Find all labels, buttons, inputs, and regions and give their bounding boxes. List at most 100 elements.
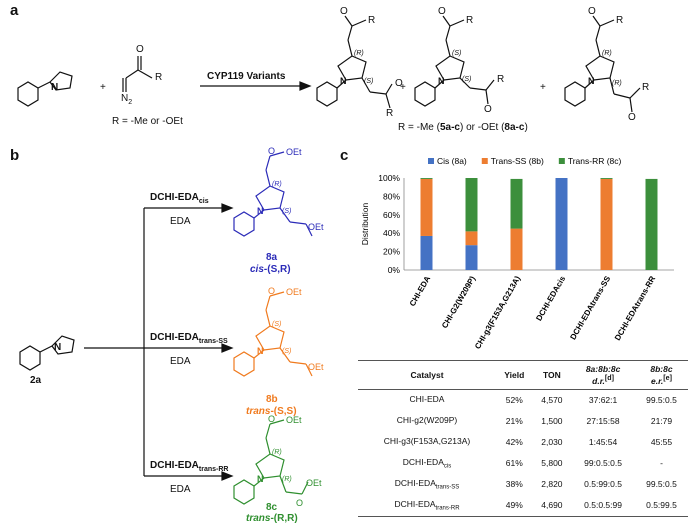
y-tick-label: 100%: [378, 173, 400, 183]
product2-n: N: [438, 76, 445, 86]
x-tick-label: CHI-G2(W209P): [440, 274, 477, 330]
panel-b-letter: b: [10, 147, 20, 164]
panel-a-scheme: [17, 15, 641, 113]
x-tick-label: CHI-EDA: [408, 274, 433, 308]
8c-o: O: [268, 414, 276, 424]
table-row: DCHI-EDAcis 61% 5,800 99:0.5:0.5 -: [402, 456, 663, 470]
product3-stereo-2: (R): [612, 80, 622, 87]
8b-oet-2: OEt: [308, 362, 324, 372]
route-8b-reagent: EDA: [170, 356, 191, 367]
8b-stereo-2: (S): [282, 348, 292, 355]
product2-stereo-2: (S): [462, 76, 472, 83]
header-ton: TON: [532, 360, 572, 390]
8b-stereo-1: (S): [272, 321, 282, 328]
panel-c-letter: c: [340, 147, 349, 164]
header-yield: Yield: [496, 360, 533, 390]
plus-sign-1: +: [100, 82, 106, 93]
bar-segment: [420, 178, 433, 179]
r-definition: R = -Me or -OEt: [112, 116, 183, 127]
product1-o2: O: [395, 78, 403, 89]
product3-o2: O: [628, 112, 636, 123]
product2-o: O: [438, 6, 446, 17]
8b-oet-1: OEt: [286, 287, 302, 297]
route-8c-catalyst: DCHI-EDAtrans-RR: [150, 460, 229, 473]
product3-stereo-1: (R): [602, 50, 612, 57]
8c-stereo-1: (R): [272, 449, 282, 456]
8b-config: trans-(S,S): [246, 406, 297, 417]
8a-config: cis-(S,R): [250, 264, 291, 275]
8a-compound: 8a: [266, 252, 278, 263]
table-row: DCHI-EDAtrans-RR 49% 4,690 0.5:0.5:99 0.…: [358, 494, 688, 517]
8b-compound: 8b: [266, 394, 278, 405]
reagent-n2: N2: [121, 93, 133, 106]
8a-stereo-1: (R): [272, 181, 282, 188]
bar-segment: [465, 231, 478, 246]
8b-n: N: [257, 346, 264, 356]
product3-r: R: [616, 15, 624, 26]
route-8b-catalyst: DCHI-EDAtrans-SS: [150, 332, 228, 345]
8c-n: N: [257, 474, 264, 484]
panel-b-scheme: [19, 151, 313, 505]
reagent-r: R: [155, 72, 163, 83]
8a-o: O: [268, 146, 276, 156]
legend-label: Cis (8a): [437, 156, 467, 166]
product3-o: O: [588, 6, 596, 17]
bar-segment: [510, 178, 523, 229]
y-tick-label: 0%: [388, 265, 401, 275]
product2-o2: O: [484, 104, 492, 115]
y-tick-label: 80%: [383, 191, 400, 201]
table-row: CHI-g2(W209P) 21% 1,500 27:15:58 21:79: [396, 414, 673, 427]
8c-compound: 8c: [266, 502, 278, 513]
8c-stereo-2: (R): [282, 476, 292, 483]
reagent-o: O: [136, 44, 144, 55]
route-8a-reagent: EDA: [170, 216, 191, 227]
product2-stereo-1: (S): [452, 50, 462, 57]
legend-swatch: [481, 158, 488, 164]
product3-n: N: [588, 76, 595, 86]
legend-swatch: [558, 158, 565, 164]
bar-segment: [645, 178, 658, 270]
benzene-ring: [17, 81, 39, 107]
distribution-chart: Cis (8a)Trans-SS (8b)Trans-RR (8c)0%20%4…: [360, 156, 674, 350]
product-footer: R = -Me (5a-c) or -OEt (8a-c): [398, 122, 528, 133]
8a-stereo-2: (S): [282, 208, 292, 215]
y-tick-label: 40%: [383, 228, 400, 238]
8a-oet-2: OEt: [308, 222, 324, 232]
8a-oet-1: OEt: [286, 147, 302, 157]
x-tick-label: CHI-g3(F153A,G213A): [473, 274, 522, 350]
panel-a-letter: a: [10, 2, 19, 19]
8b-o: O: [268, 286, 276, 296]
product2-r: R: [466, 15, 474, 26]
8c-config: trans-(R,R): [246, 513, 298, 524]
pyrrolidine-ring: [49, 71, 73, 91]
x-tick-label: DCHI-EDAtrans-SS: [568, 274, 612, 341]
route-8a-catalyst: DCHI-EDAcis: [150, 192, 209, 205]
x-tick-label: DCHI-EDAcis: [534, 274, 567, 322]
bar-segment: [465, 178, 478, 232]
bar-segment: [420, 178, 433, 236]
bar-segment: [600, 178, 613, 270]
legend-label: Trans-RR (8c): [568, 156, 622, 166]
product1-r2: R: [386, 108, 394, 119]
bar-segment: [555, 178, 568, 270]
x-tick-label: DCHI-EDAtrans-RR: [613, 274, 657, 342]
8c-o2: O: [296, 498, 304, 508]
8c-oet-2: OEt: [306, 478, 322, 488]
plus-sign-2: +: [400, 82, 406, 93]
product3-r2: R: [642, 82, 650, 93]
substrate-n: N: [54, 342, 62, 353]
y-axis-label: Distribution: [360, 202, 370, 245]
legend-label: Trans-SS (8b): [491, 156, 544, 166]
substrate-label: 2a: [30, 375, 42, 386]
product2-r2: R: [497, 74, 505, 85]
reactant-n-atom: N: [51, 82, 59, 93]
product1-stereo-1: (R): [354, 50, 364, 57]
route-8c-reagent: EDA: [170, 484, 191, 495]
table-row: DCHI-EDAtrans-SS 38% 2,820 0.5:99:0.5 99…: [394, 477, 677, 491]
bar-segment: [420, 235, 433, 270]
reaction-arrow-label: CYP119 Variants: [207, 71, 286, 82]
plus-sign-3: +: [540, 82, 546, 93]
